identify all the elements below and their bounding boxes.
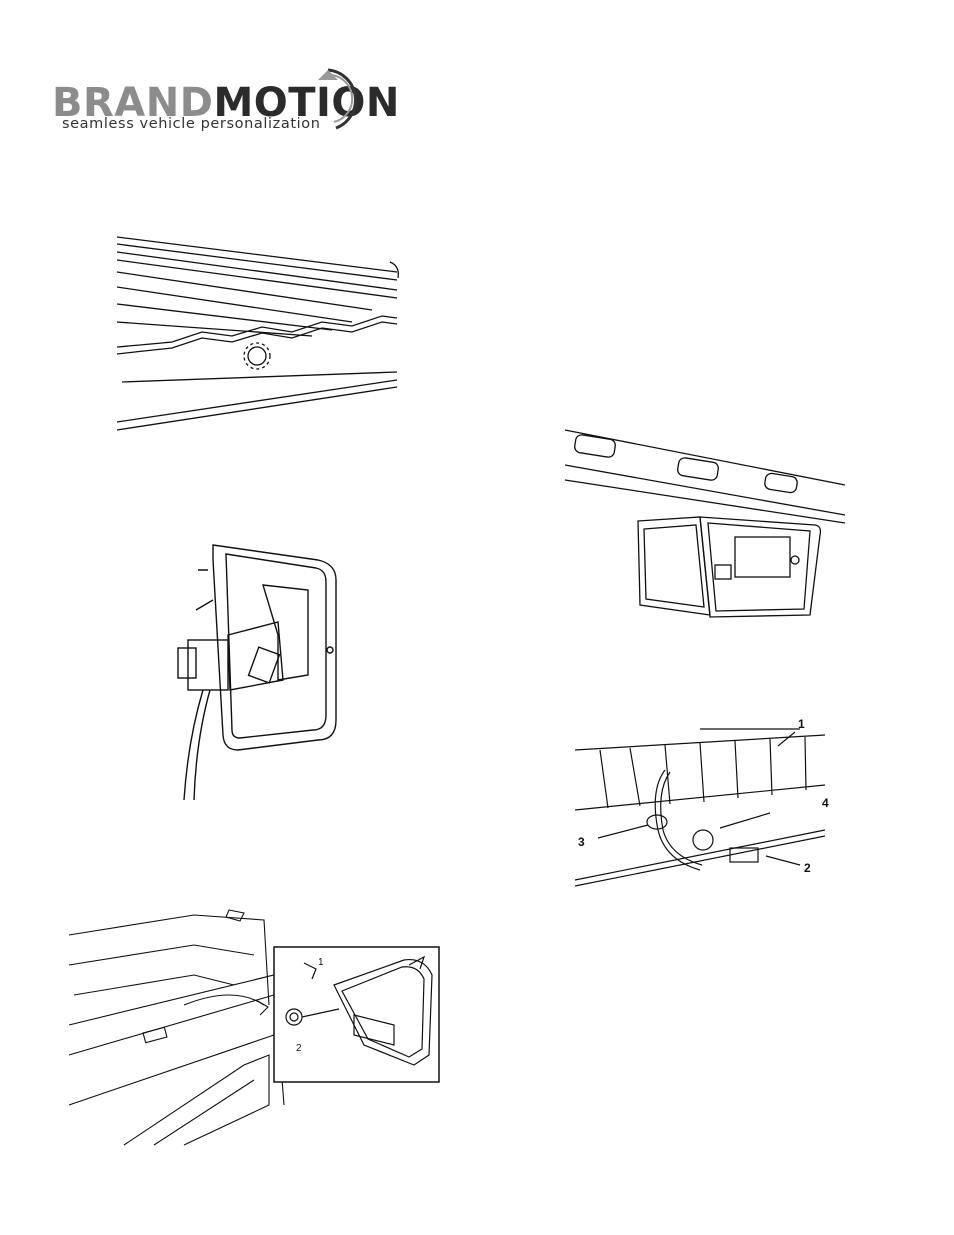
inset-callout-2: 2 <box>296 1043 302 1054</box>
inset-callout-1: 1 <box>318 957 324 968</box>
callout-1: 1 <box>798 717 805 731</box>
figure-bed-floor-hole <box>112 232 402 437</box>
figure-bed-harness-routing: 1 2 3 4 <box>570 710 840 890</box>
callout-3: 3 <box>578 835 585 849</box>
callout-2: 2 <box>804 861 811 875</box>
logo-tagline: seamless vehicle personalization <box>62 116 321 132</box>
figure-tailgate-lock-detail: 1 2 <box>64 905 444 1150</box>
callout-4: 4 <box>822 796 829 810</box>
figure-camera-handle-assembly <box>168 540 358 805</box>
brand-logo: BRANDMOTION seamless vehicle personaliza… <box>52 66 372 136</box>
figure-tailgate-handle-bezel <box>560 425 850 625</box>
logo-arc-icon <box>314 66 366 132</box>
